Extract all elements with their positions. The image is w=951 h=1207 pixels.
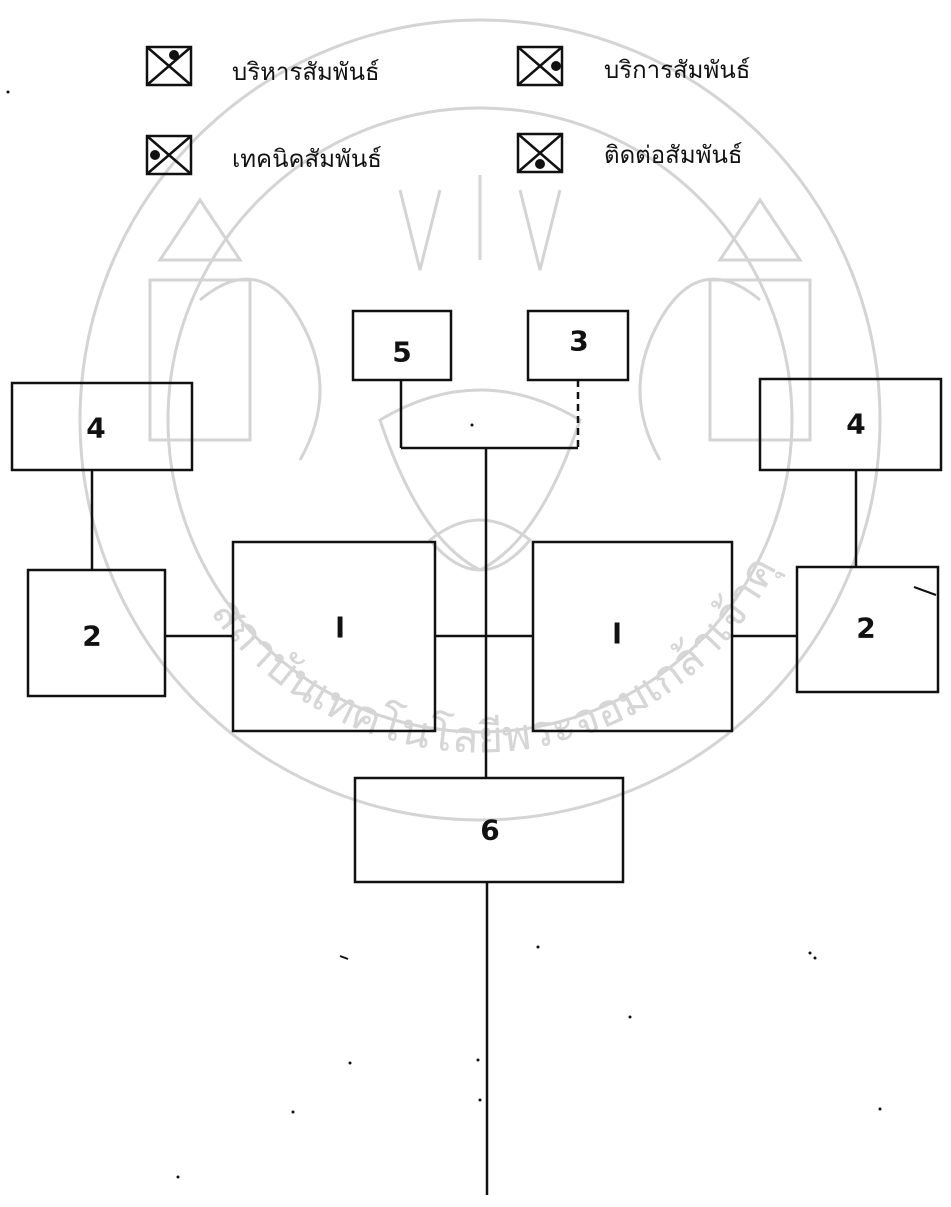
- legend-label: ติดต่อสัมพันธ์: [604, 141, 743, 169]
- legend-label: บริหารสัมพันธ์: [232, 58, 380, 86]
- legend-item: เทคนิคสัมพันธ์: [145, 134, 382, 176]
- box-top-5: 5: [351, 309, 453, 382]
- box-label: l: [335, 612, 345, 645]
- legend-marker-bottom-dot-icon: [516, 132, 564, 174]
- box-label: 4: [846, 408, 865, 441]
- legend-label: บริการสัมพันธ์: [604, 56, 750, 84]
- legend-item: บริหารสัมพันธ์: [145, 45, 380, 87]
- box-bottom-6: 6: [353, 776, 625, 884]
- legend-marker-right-dot-icon: [516, 45, 564, 87]
- box-right-2: 2: [795, 565, 940, 694]
- box-label: 4: [86, 412, 105, 445]
- box-right-4: 4: [758, 377, 943, 472]
- box-top-3: 3: [526, 309, 630, 382]
- connectors: [90, 380, 858, 1195]
- legend-marker-left-dot-icon: [145, 134, 193, 176]
- box-label: 2: [82, 620, 101, 653]
- legend-item: บริการสัมพันธ์: [516, 45, 750, 87]
- box-left-4: 4: [10, 381, 194, 472]
- box-label: 5: [392, 336, 411, 369]
- box-right-1: l: [531, 540, 734, 733]
- box-left-2: 2: [26, 568, 167, 698]
- legend-item: ติดต่อสัมพันธ์: [516, 132, 743, 174]
- legend-marker-top-dot-icon: [145, 45, 193, 87]
- scan-noise: [6, 90, 937, 1179]
- box-left-1: l: [231, 540, 437, 733]
- box-label: l: [612, 618, 622, 651]
- legend-label: เทคนิคสัมพันธ์: [232, 145, 382, 173]
- box-label: 2: [856, 612, 875, 645]
- box-label: 6: [480, 814, 499, 847]
- box-label: 3: [569, 325, 588, 358]
- legend: บริหารสัมพันธ์ บริการสัมพันธ์ เทคนิคสัมพ…: [145, 45, 750, 176]
